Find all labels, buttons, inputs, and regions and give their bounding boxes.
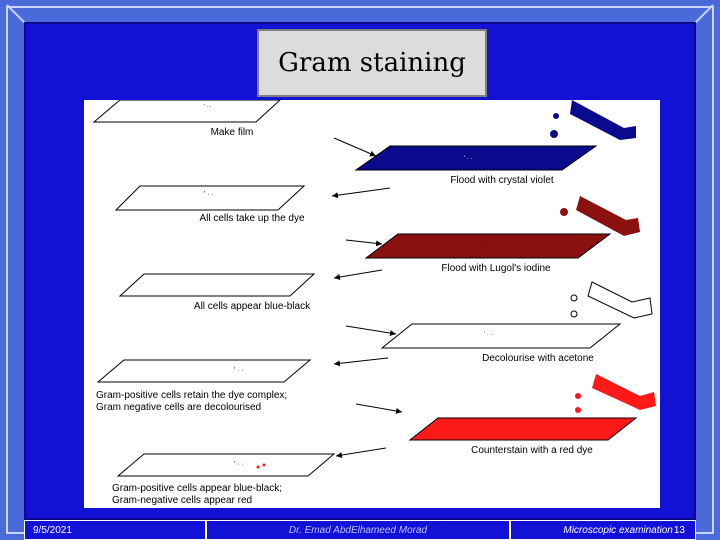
footer-author-box: Dr. Emad AbdElhameed Morad [206,520,510,540]
slide-make-film: ' · - [92,100,281,123]
iodine-bottle [560,196,640,236]
label-red-dye: Counterstain with a red dye [471,445,593,456]
arrow-4 [333,269,383,280]
slide-cells-blue-black [118,273,316,297]
title-box: Gram staining [257,29,487,97]
arrow-7 [355,403,403,414]
slide-number: 13 [673,524,685,536]
svg-text:' · ·: ' · · [464,156,472,162]
arrow-5 [345,325,397,337]
label-gram-retain-2: Gram negative cells are decolourised [96,402,261,413]
svg-text:' · ·: ' · · [514,426,522,432]
svg-text:' · ·: ' · · [204,191,214,198]
slide-decolourise: ' · · [380,323,622,349]
label-cells-blue-black: All cells appear blue-black [194,301,311,312]
label-crystal-violet: Flood with crystal violet [450,175,554,186]
arrow-6 [333,357,389,367]
svg-text:' · ·: ' · · [234,461,244,468]
label-final-2: Gram-negative cells appear red [112,495,252,506]
arrow-2 [331,187,391,199]
label-iodine: Flood with Lugol's iodine [441,263,551,274]
gram-stain-diagram: ' · - Make film ' · · Flood with crystal… [84,100,660,508]
acetone-bottle [570,281,653,332]
slide-cells-take-dye: ' · · [114,185,306,211]
label-make-film: Make film [211,127,254,138]
footer-author: Dr. Emad AbdElhameed Morad [288,524,428,536]
slide-crystal-violet: ' · · [354,145,598,171]
slide-gram-retain: ' · · [96,359,312,383]
footer-topic: Microscopic examination [563,524,673,536]
label-decolourise: Decolourise with acetone [482,353,594,364]
slide-red-dye: ' · · [408,417,638,441]
crystal-violet-bottle [550,100,636,140]
label-final-1: Gram-positive cells appear blue-black; [112,483,282,494]
footer-date: 9/5/2021 [33,524,72,536]
arrow-1 [333,137,377,157]
svg-text:' · ·: ' · · [484,332,492,338]
label-gram-retain-1: Gram-positive cells retain the dye compl… [96,390,287,401]
slide-iodine: ' · · [364,233,612,259]
arrow-8 [335,447,387,459]
arrow-3 [345,239,383,247]
svg-text:' · ·: ' · · [234,367,244,374]
red-dye-bottle [575,374,656,413]
slide-title: Gram staining [278,48,466,78]
svg-text:' · ·: ' · · [484,244,492,250]
slide-final-result: ' · · [116,453,336,477]
svg-text:' · -: ' · - [204,104,211,110]
label-cells-take-dye: All cells take up the dye [199,213,304,224]
footer-date-box: 9/5/2021 [24,520,206,540]
